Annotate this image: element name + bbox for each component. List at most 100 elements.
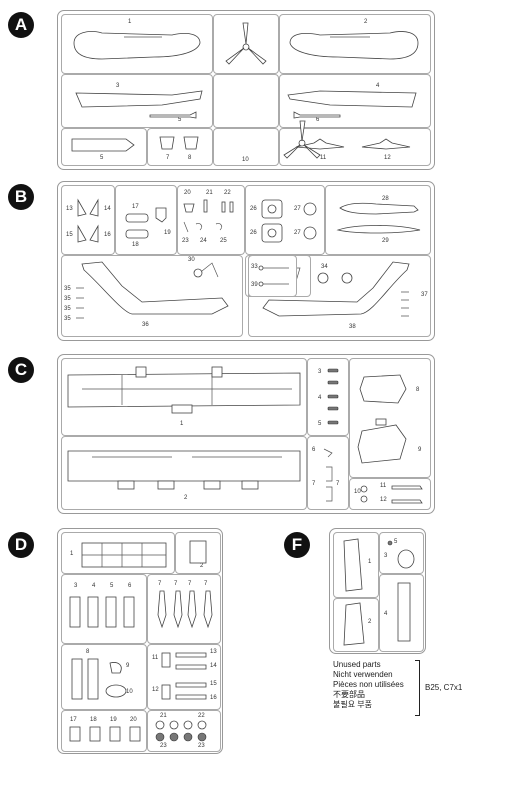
section-c-badge: C [8, 357, 34, 383]
window-part [189, 540, 207, 564]
sprue-a: 1 9 2 3 5 4 6 5 [57, 10, 435, 170]
wing-part-left [75, 90, 203, 119]
part-label: 2 [364, 19, 368, 25]
part-label: 9 [126, 663, 130, 669]
part-label: 35 [64, 316, 71, 322]
part-label: 2 [368, 619, 372, 625]
part-label: 18 [132, 242, 139, 248]
part-label: 12 [380, 497, 387, 503]
fittings [360, 485, 423, 504]
part-label: 34 [321, 264, 328, 270]
sprue-c-cell-1: 1 [61, 358, 307, 436]
part-label: 30 [188, 257, 195, 263]
unused-label-kr: 불필요 부품 [333, 700, 373, 709]
part-label: 16 [104, 232, 111, 238]
part-label: 15 [210, 681, 217, 687]
floor-part [71, 138, 135, 152]
part-label: 39 [251, 282, 258, 288]
sprue-b-cell-17-19: 17 18 19 [115, 185, 177, 255]
part-label: 5 [394, 539, 398, 545]
sprue-d-cell-11-16: 11 12 13 14 15 16 [147, 644, 221, 710]
sprue-f: 1 5 3 2 4 [329, 528, 426, 654]
part-label: 4 [376, 83, 380, 89]
wing-part-right [287, 90, 417, 119]
part-label: 7 [188, 581, 192, 587]
sprue-a-cell-7-8: 7 8 [147, 128, 213, 166]
sprue-a-cell-2: 2 [279, 14, 431, 74]
sprue-f-cell-2: 2 [333, 598, 379, 652]
unused-bracket [415, 660, 420, 716]
sprue-c: 1 2 3 4 5 6 7 7 [57, 354, 435, 514]
part-label: 7 [158, 581, 162, 587]
unused-part-list: B25, C7x1 [425, 683, 463, 692]
sprue-a-cell-10: 10 [213, 128, 279, 166]
propeller-large [283, 120, 321, 159]
part-label: 11 [320, 155, 327, 161]
part-label: 4 [318, 395, 322, 401]
part-label: 10 [126, 689, 133, 695]
part-label: 3 [74, 583, 78, 589]
wing-lower [67, 450, 301, 490]
sprue-d-cell-21-23: 21 22 23 23 [147, 710, 221, 752]
unused-label-jp: 不要部品 [333, 690, 365, 699]
part-label: 22 [224, 190, 231, 196]
part-label: 23 [198, 743, 205, 749]
part-label: 3 [116, 83, 120, 89]
section-f-badge: F [284, 532, 310, 558]
part-label: 12 [152, 687, 159, 693]
sprue-d-cell-2: 2 [175, 532, 221, 574]
part-label: 6 [312, 447, 316, 453]
struts [258, 265, 289, 287]
unused-label-de: Nicht verwenden [333, 670, 393, 679]
part-label: 5 [178, 117, 182, 123]
small-fittings [183, 199, 234, 233]
sprue-a-cell-empty [213, 74, 279, 128]
sprue-a-cell-4: 4 6 [279, 74, 431, 128]
part-label: 19 [164, 230, 171, 236]
gear-doors [77, 198, 99, 243]
sprue-b: 13 14 15 16 17 18 19 20 21 22 23 24 25 2… [57, 181, 435, 341]
part-label: 8 [86, 649, 90, 655]
sprue-d-cell-3-6: 3 4 5 6 [61, 574, 147, 644]
sprue-d-cell-7: 7 7 7 7 [147, 574, 221, 644]
sprue-b-cell-13-16: 13 14 15 16 [61, 185, 115, 255]
fuselage-half-right [289, 31, 419, 60]
small-rods [327, 368, 339, 425]
unused-parts-legend: Unused parts Nicht verwenden Pièces non … [333, 660, 404, 710]
fuselage-half-left [73, 31, 201, 60]
sprue-b-cell-30: 30 [178, 255, 244, 289]
part-label: 1 [70, 551, 74, 557]
part-label: 14 [104, 206, 111, 212]
part-label: 35 [64, 306, 71, 312]
fuel-tank-parts [336, 202, 421, 234]
sprue-d-cell-1: 1 [61, 532, 175, 574]
part-label: 27 [294, 230, 301, 236]
part-label: 14 [210, 663, 217, 669]
part-label: 26 [250, 230, 257, 236]
part-label: 23 [182, 238, 189, 244]
sprue-f-cell-3-5: 5 3 [379, 532, 424, 574]
part-label: 1 [368, 559, 372, 565]
part-label: 19 [110, 717, 117, 723]
sprue-b-cell-20-25: 20 21 22 23 24 25 [177, 185, 245, 255]
part-label: 15 [66, 232, 73, 238]
part-label: 27 [294, 206, 301, 212]
landing-gear-strut [193, 262, 219, 278]
sprue-a-cell-6: 5 [61, 128, 147, 166]
propeller-part [225, 22, 267, 65]
part-label: 24 [200, 238, 207, 244]
sprue-f-cell-4: 4 [379, 574, 424, 652]
sprue-b-cell-28-29: 28 29 [325, 185, 431, 255]
unused-label-en: Unused parts [333, 660, 381, 669]
part-label: 38 [349, 324, 356, 330]
cockpit-panels [357, 374, 407, 464]
part-label: 10 [242, 157, 249, 163]
small-windows [69, 726, 141, 742]
part-label: 6 [316, 117, 320, 123]
part-label: 37 [421, 292, 428, 298]
sprue-b-cell-26-27: 26 27 26 27 [245, 185, 325, 255]
part-label: 11 [152, 655, 159, 661]
part-label: 7 [204, 581, 208, 587]
engine-parts [125, 207, 167, 239]
part-label: 1 [128, 19, 132, 25]
